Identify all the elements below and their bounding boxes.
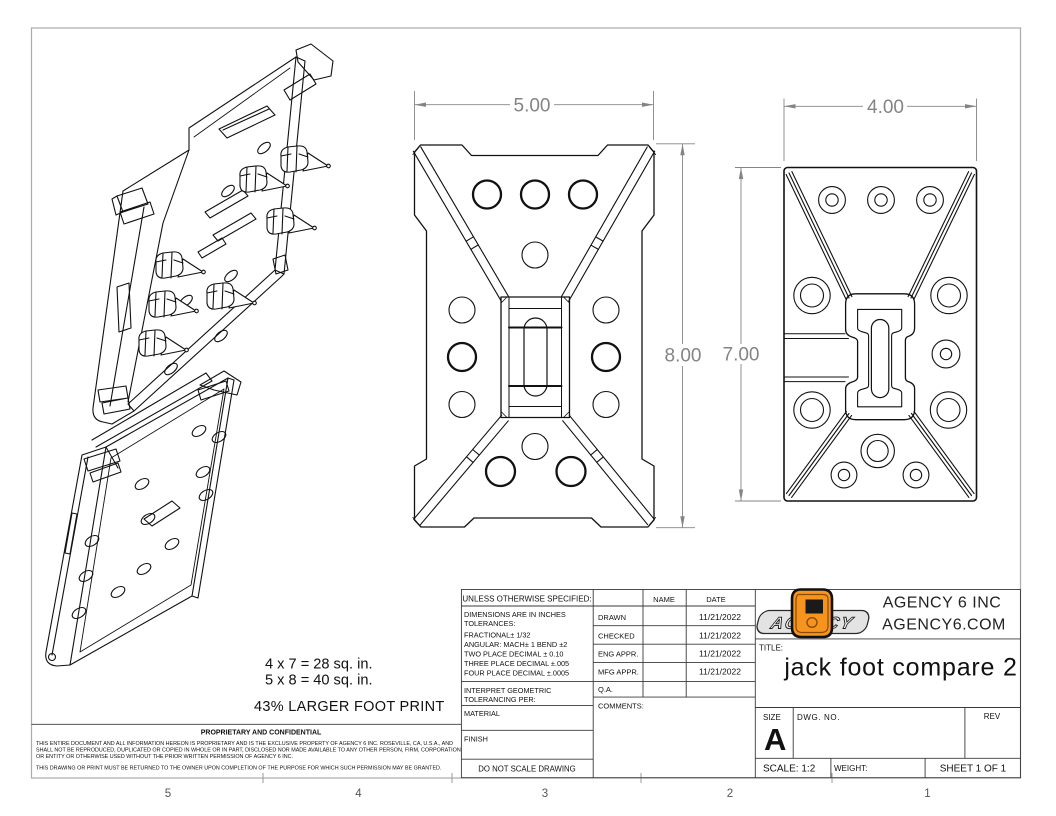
svg-text:FOUR PLACE DECIMAL ±.0005: FOUR PLACE DECIMAL ±.0005 — [464, 669, 569, 678]
svg-text:TITLE:: TITLE: — [759, 644, 783, 653]
svg-text:SHEET 1 OF 1: SHEET 1 OF 1 — [940, 764, 1007, 775]
svg-text:PROPRIETARY AND CONFIDENTIAL: PROPRIETARY AND CONFIDENTIAL — [201, 730, 322, 737]
svg-text:TWO PLACE DECIMAL ± 0.10: TWO PLACE DECIMAL ± 0.10 — [464, 650, 563, 659]
svg-text:DRAWN: DRAWN — [598, 613, 626, 622]
svg-text:AGENCY6.COM: AGENCY6.COM — [882, 617, 1006, 634]
svg-text:3: 3 — [542, 788, 548, 800]
svg-text:TOLERANCING PER:: TOLERANCING PER: — [464, 695, 536, 704]
svg-text:FRACTIONAL± 1/32: FRACTIONAL± 1/32 — [464, 631, 530, 640]
svg-text:1: 1 — [924, 788, 930, 800]
svg-text:DIMENSIONS ARE IN INCHES: DIMENSIONS ARE IN INCHES — [464, 610, 566, 619]
svg-text:NAME: NAME — [653, 595, 675, 604]
svg-text:8.00: 8.00 — [665, 346, 702, 367]
svg-text:2: 2 — [727, 788, 733, 800]
svg-text:INTERPRET GEOMETRIC: INTERPRET GEOMETRIC — [464, 686, 551, 695]
svg-text:ANGULAR: MACH± 1 BEND ±2: ANGULAR: MACH± 1 BEND ±2 — [464, 640, 567, 649]
svg-text:THIS DRAWING OR PRINT MUST BE: THIS DRAWING OR PRINT MUST BE RETURNED T… — [36, 766, 441, 772]
svg-text:DWG. NO.: DWG. NO. — [797, 713, 840, 722]
svg-text:43% LARGER FOOT PRINT: 43% LARGER FOOT PRINT — [254, 699, 445, 715]
svg-text:THREE PLACE DECIMAL ±.005: THREE PLACE DECIMAL ±.005 — [464, 659, 569, 668]
svg-text:jack foot compare 2: jack foot compare 2 — [783, 654, 1017, 682]
svg-text:7.00: 7.00 — [723, 345, 760, 366]
svg-text:DO NOT SCALE DRAWING: DO NOT SCALE DRAWING — [478, 765, 575, 774]
svg-text:A: A — [764, 722, 786, 757]
svg-text:4 x 7 = 28 sq. in.: 4 x 7 = 28 sq. in. — [265, 657, 373, 673]
svg-text:SHALL NOT BE REPRODUCED, DUPLI: SHALL NOT BE REPRODUCED, DUPLICATED OR C… — [36, 748, 461, 754]
svg-text:UNLESS OTHERWISE SPECIFIED:: UNLESS OTHERWISE SPECIFIED: — [462, 595, 591, 604]
svg-text:TOLERANCES:: TOLERANCES: — [464, 619, 515, 628]
svg-text:OR ENTITY OR OTHERWISE USED WI: OR ENTITY OR OTHERWISE USED WITHOUT THE … — [36, 754, 293, 760]
svg-text:Q.A.: Q.A. — [598, 685, 613, 694]
svg-text:THIS ENTIRE DOCUMENT AND ALL I: THIS ENTIRE DOCUMENT AND ALL INFORMATION… — [36, 741, 453, 747]
svg-text:4.00: 4.00 — [867, 97, 904, 118]
svg-text:FINISH: FINISH — [464, 735, 488, 744]
svg-text:11/21/2022: 11/21/2022 — [699, 649, 741, 659]
svg-text:REV: REV — [984, 712, 1001, 721]
svg-text:5 x 8 = 40 sq. in.: 5 x 8 = 40 sq. in. — [265, 673, 373, 689]
svg-text:SIZE: SIZE — [763, 713, 781, 722]
svg-text:DATE: DATE — [706, 595, 725, 604]
svg-text:AGENCY 6 INC: AGENCY 6 INC — [883, 595, 1002, 612]
svg-text:4: 4 — [355, 788, 362, 800]
svg-text:CHECKED: CHECKED — [598, 632, 635, 641]
svg-text:MATERIAL: MATERIAL — [464, 709, 500, 718]
svg-text:5: 5 — [165, 788, 171, 800]
svg-text:MFG APPR.: MFG APPR. — [598, 668, 639, 677]
svg-text:11/21/2022: 11/21/2022 — [699, 667, 741, 677]
svg-text:11/21/2022: 11/21/2022 — [699, 631, 741, 641]
svg-text:ENG APPR.: ENG APPR. — [598, 650, 638, 659]
svg-text:11/21/2022: 11/21/2022 — [699, 612, 741, 622]
svg-text:WEIGHT:: WEIGHT: — [834, 764, 867, 773]
svg-text:COMMENTS:: COMMENTS: — [598, 702, 644, 711]
svg-text:5.00: 5.00 — [514, 96, 551, 117]
svg-text:SCALE: 1:2: SCALE: 1:2 — [763, 764, 816, 775]
